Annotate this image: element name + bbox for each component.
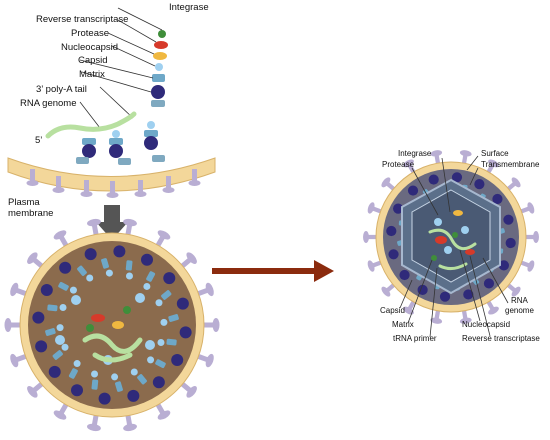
mature-label-transmembrane: Transmembrane: [481, 160, 540, 169]
mature-label-rna: RNA: [511, 296, 529, 305]
label-matrix: Matrix: [79, 69, 105, 80]
label-integrase: Integrase: [169, 2, 209, 13]
rna-genome-strand: [45, 111, 137, 139]
capsid-protein: [152, 74, 165, 82]
matrix-protein: [151, 85, 165, 99]
mature-leader-lines: [399, 155, 509, 338]
label-reverse-transcriptase: Reverse transcriptase: [36, 14, 128, 25]
label-rna-genome: RNA genome: [20, 98, 77, 109]
stack-base: [151, 100, 165, 107]
mature-label-nucleocapsid: Nucleocapsid: [462, 320, 510, 329]
label-poly-a-tail: 3’ poly-A tail: [36, 84, 87, 95]
label-membrane: membrane: [8, 208, 53, 219]
maturation-arrow: [212, 260, 334, 282]
integrase-protein: [158, 30, 166, 38]
mature-label-reverse-transcriptase: Reverse transcriptase: [462, 334, 540, 343]
label-protease: Protease: [71, 28, 109, 39]
down-arrow: [96, 205, 128, 240]
protease-protein: [153, 52, 167, 60]
label-nucleocapsid: Nucleocapsid: [61, 42, 118, 53]
mature-label-capsid: Capsid: [380, 306, 405, 315]
mature-label-integrase: Integrase: [398, 149, 432, 158]
immature-virion: [4, 218, 220, 432]
mature-virion: [363, 150, 539, 324]
mature-label-protease: Protease: [382, 160, 415, 169]
component-stack: Integrase Reverse transcriptase Protease…: [20, 2, 209, 146]
mature-label-surface: Surface: [481, 149, 509, 158]
mature-label-trna-primer: tRNA primer: [393, 334, 437, 343]
reverse-transcriptase-protein: [154, 41, 168, 49]
label-five-prime: 5’: [35, 135, 42, 146]
gag-units: [82, 121, 158, 158]
nucleocapsid-protein: [155, 63, 163, 71]
mature-label-genome: genome: [505, 306, 534, 315]
immature-rna: [82, 333, 143, 363]
label-capsid: Capsid: [78, 55, 108, 66]
plasma-membrane: [7, 155, 216, 198]
label-plasma: Plasma: [8, 197, 40, 208]
mature-label-matrix: Matrix: [392, 320, 414, 329]
